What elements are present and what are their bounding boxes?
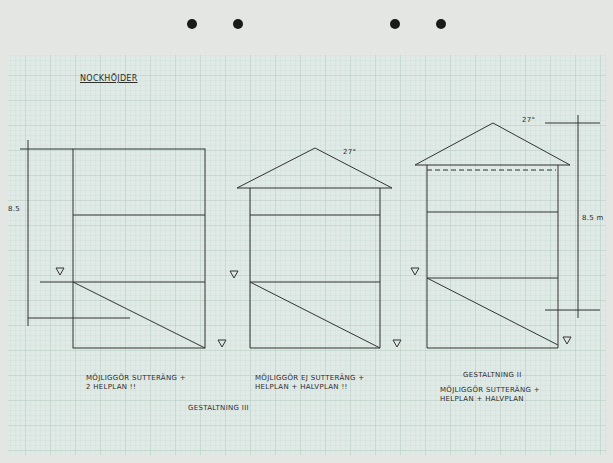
- caption-note: MÖJLIGGÖR EJ SUTTERÄNG + HELPLAN + HALVP…: [255, 374, 375, 392]
- variant-label: GESTALTNING III: [188, 404, 249, 413]
- sheet-title: NOCKHÖJDER: [80, 74, 138, 83]
- caption-note: MÖJLIGGÖR SUTTERÄNG + 2 HELPLAN !!: [86, 374, 186, 392]
- dimension-label: 8.5: [8, 205, 20, 214]
- dimension-label: 8.5 m: [582, 214, 604, 223]
- roof-angle: 27°: [343, 148, 356, 157]
- variant-label: GESTALTNING II: [463, 371, 522, 380]
- caption-note: MÖJLIGGÖR SUTTERÄNG + HELPLAN + HALVPLAN: [440, 386, 565, 404]
- roof-angle: 27°: [522, 116, 535, 125]
